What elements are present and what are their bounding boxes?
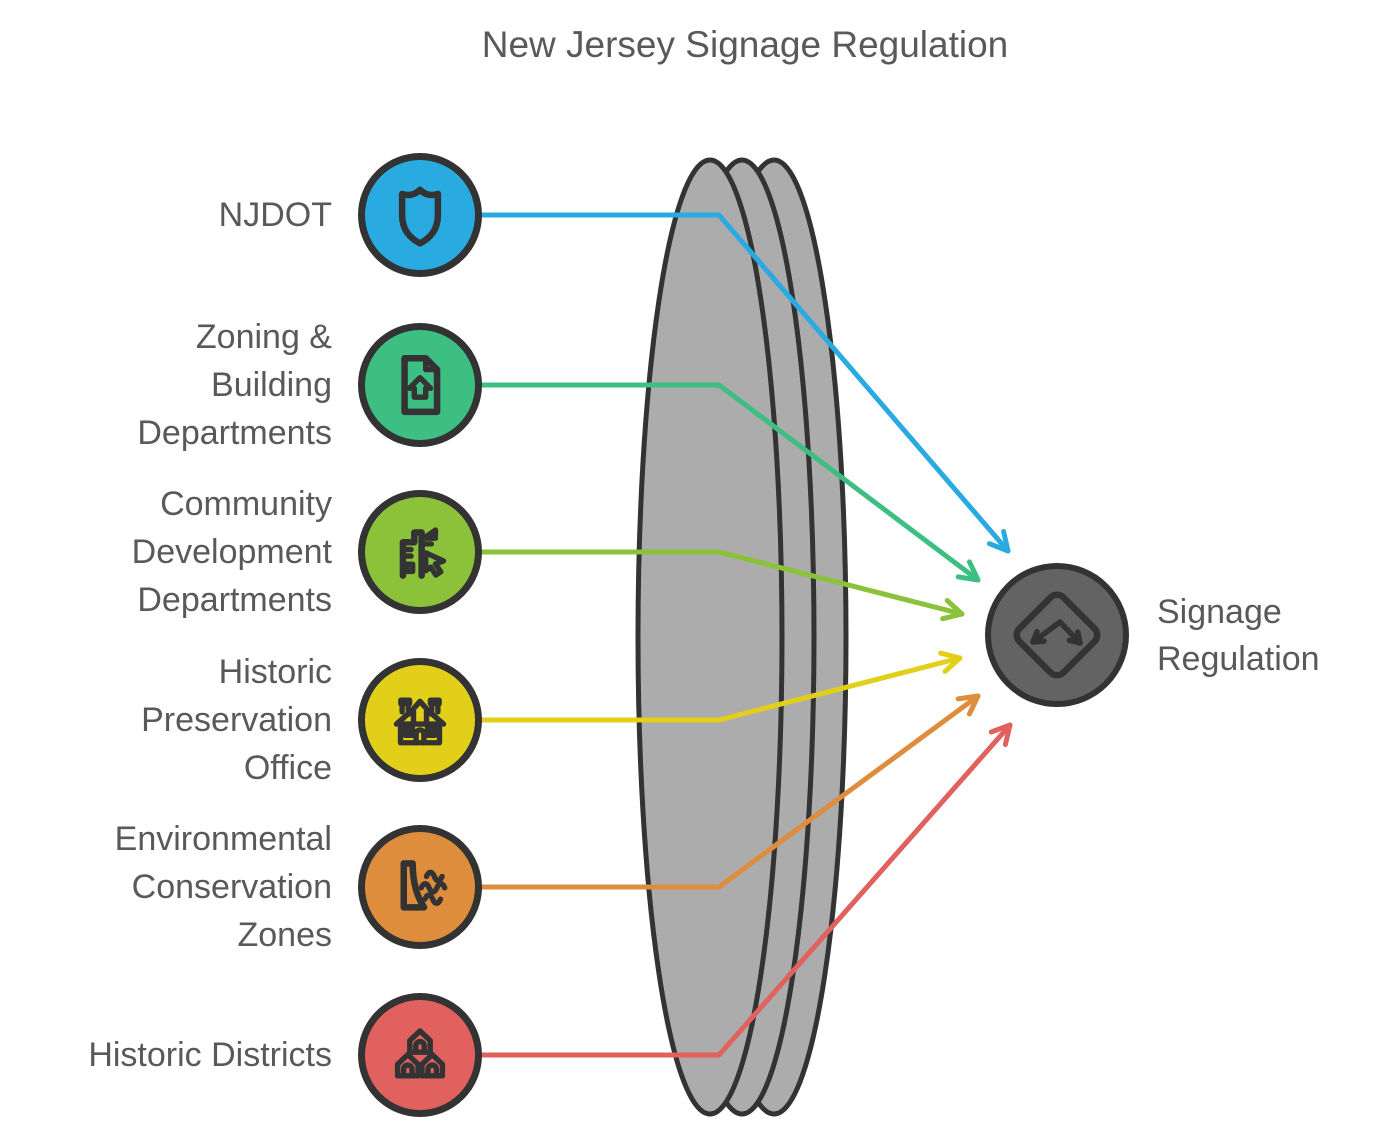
source-node-community [358,490,482,614]
arrowhead-districts [988,722,1013,747]
label-historic-preservation: Historic Preservation Office [141,653,332,787]
sign-arrow-right [1066,629,1083,646]
target-node-signage-regulation [985,563,1129,707]
arrowhead-njdot [986,529,1011,554]
source-node-njdot [358,153,482,277]
label-signage-regulation: Signage Regulation [1157,593,1320,678]
city-cursor-icon [399,527,447,579]
source-node-historic-office [358,658,482,782]
label-zoning-building: Zoning & Building Departments [137,318,332,452]
connector-environmental [478,693,981,890]
source-node-districts [358,993,482,1117]
historic-house-icon [393,697,447,746]
source-node-zoning [358,323,482,447]
label-community-development: Community Development Departments [131,485,332,619]
lens-disc [635,157,849,1117]
page-title: New Jersey Signage Regulation [481,24,1009,65]
source-node-environmental [358,825,482,949]
connector-zoning [478,382,981,583]
label-environmental-conservation: Environmental Conservation Zones [114,820,332,954]
connector-historic-office [478,650,963,723]
arrowhead-community [940,598,965,622]
arrowhead-environmental [955,693,981,717]
arrowhead-zoning [955,559,981,583]
label-njdot: NJDOT [218,196,332,234]
dam-waves-icon [400,860,448,911]
document-home-icon [401,354,441,416]
shield-icon [398,186,442,247]
label-historic-districts: Historic Districts [88,1036,332,1074]
lens-front-face [635,157,785,1117]
connector-community [478,549,965,622]
arrowhead-historic-office [938,650,963,674]
connector-districts [478,722,1013,1058]
connector-njdot [478,212,1011,554]
road-sign-arrows-icon [1013,591,1101,679]
sign-arrow-left [1030,629,1047,645]
houses-icon [394,1028,446,1079]
